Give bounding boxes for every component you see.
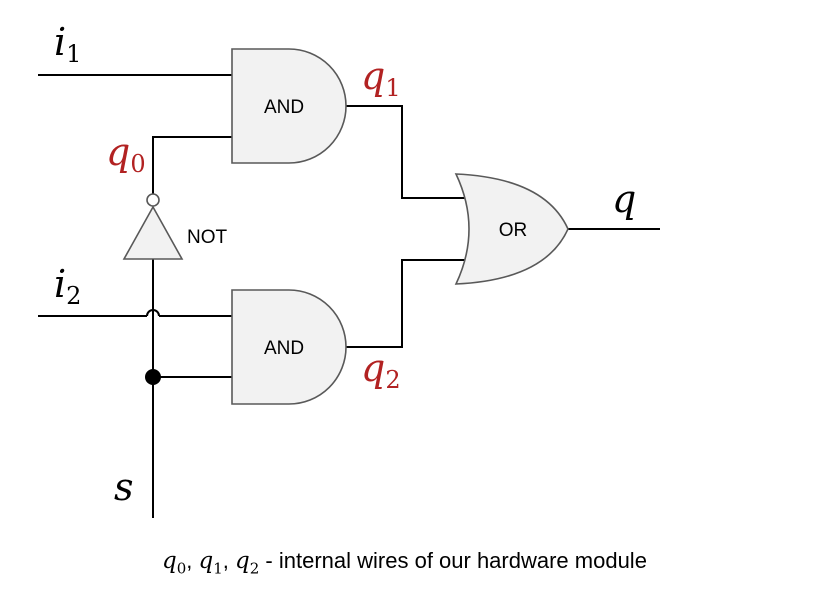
- label-s: s: [114, 465, 134, 509]
- label-i1: i1: [54, 20, 81, 68]
- not-gate: NOT: [122, 193, 228, 260]
- caption-sep-1: ,: [186, 548, 199, 573]
- not-gate-label: NOT: [187, 227, 228, 248]
- label-q1: q1: [361, 54, 401, 102]
- wire-q1: [346, 105, 470, 199]
- label-i2: i2: [54, 262, 81, 310]
- or-gate-label: OR: [499, 220, 528, 241]
- and-gate-top: AND: [231, 48, 347, 164]
- wire-q0: [152, 136, 232, 194]
- label-q: q: [612, 177, 636, 221]
- caption-var-q0: q: [162, 548, 177, 574]
- and-gate-bottom-label: AND: [264, 338, 304, 359]
- caption-sub-2: 2: [249, 559, 260, 578]
- caption-sep-2: ,: [222, 548, 236, 573]
- wire-q2: [346, 259, 470, 348]
- caption-var-q1: q: [198, 548, 214, 574]
- and-gate-top-label: AND: [264, 97, 304, 118]
- caption-sub-1: 1: [213, 559, 223, 578]
- label-q2: q2: [361, 346, 401, 394]
- or-gate: OR: [454, 173, 569, 285]
- and-gate-bottom: AND: [231, 289, 347, 405]
- not-gate-bubble: [146, 193, 160, 207]
- caption: q0, q1, q2 - internal wires of our hardw…: [162, 548, 647, 577]
- label-q0: q0: [106, 130, 146, 178]
- caption-text: - internal wires of our hardware module: [259, 548, 647, 573]
- caption-var-q2: q: [235, 548, 250, 574]
- caption-sub-0: 0: [176, 559, 187, 578]
- junction-dot: [145, 369, 161, 385]
